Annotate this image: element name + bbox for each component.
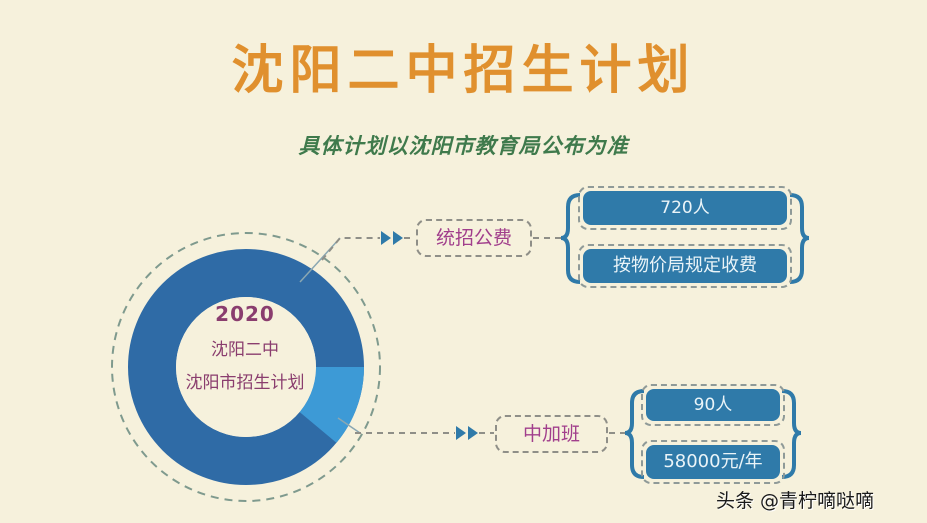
pill-tongzhao-count: 720人 xyxy=(578,186,792,230)
connector-dashed xyxy=(321,237,380,261)
arrow-icon xyxy=(468,426,478,440)
center-line-2: 沈阳市招生计划 xyxy=(185,373,305,393)
right-brace-icon xyxy=(781,389,802,479)
pill-zhongjia-fee: 58000元/年 xyxy=(641,440,785,484)
arrow-icon xyxy=(456,426,466,440)
pill-label: 90人 xyxy=(646,389,780,421)
pill-label: 720人 xyxy=(583,191,787,225)
category-tongzhao: 统招公费 xyxy=(416,219,532,257)
watermark: 头条 @青柠嘀哒嘀 xyxy=(716,490,875,512)
pill-tongzhao-fee: 按物价局规定收费 xyxy=(578,244,792,288)
page-subtitle: 具体计划以沈阳市教育局公布为准 xyxy=(298,134,629,158)
pill-label: 按物价局规定收费 xyxy=(583,249,787,283)
category-zhongjia: 中加班 xyxy=(495,415,608,453)
right-brace-icon xyxy=(789,193,810,284)
connector-line xyxy=(299,237,341,283)
arrow-icon xyxy=(393,231,403,245)
pill-zhongjia-count: 90人 xyxy=(641,384,785,426)
pill-label: 58000元/年 xyxy=(646,445,780,479)
outer-dashed-ring xyxy=(111,232,381,502)
donut-hole xyxy=(176,297,316,437)
left-brace-icon xyxy=(624,389,645,479)
arrow-icon xyxy=(381,231,391,245)
left-brace-icon xyxy=(560,193,581,284)
connector-line xyxy=(337,417,361,434)
page-title: 沈阳二中招生计划 xyxy=(231,40,696,101)
center-year: 2020 xyxy=(215,302,275,326)
center-line-1: 沈阳二中 xyxy=(211,340,279,360)
